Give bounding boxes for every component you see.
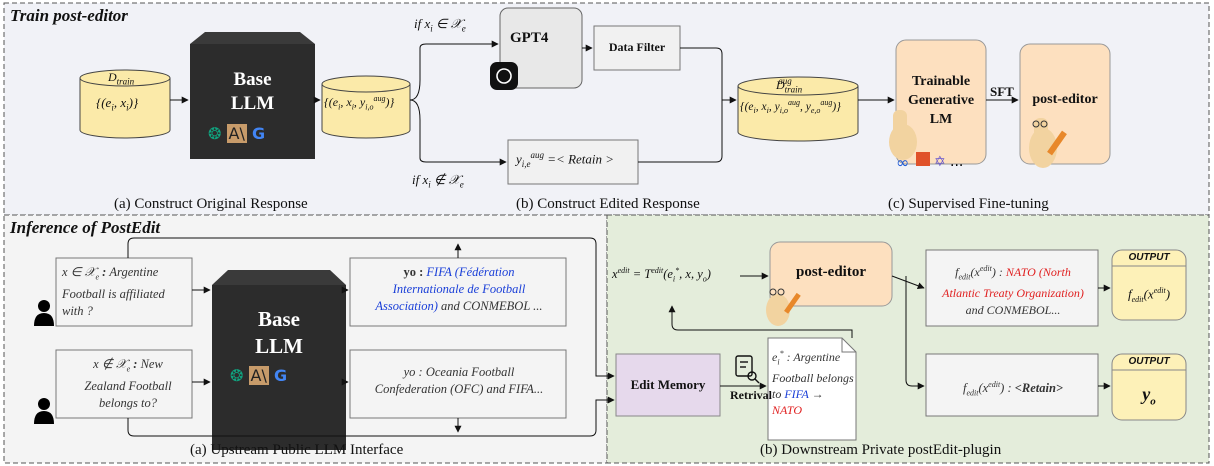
answer-1-text: yo : FIFA (Fédération Internationale de … [375,265,543,313]
aug-data-set: {(ei, xi, yi,oaug, ye,oaug)} [740,98,841,116]
query-1-text: x ∈ 𝒳e : Argentine Football is affiliate… [62,265,165,318]
retrieval-label: Retrival [730,388,772,402]
fact-text: ei* : Argentine Football belongs to FIFA… [772,349,854,418]
edit-memory-box [615,353,721,417]
d-train-cylinder [79,69,171,139]
aug-data-label: Dtrainaug [776,76,803,95]
user-icon [34,300,54,326]
post-editor-box-bottom [769,241,893,307]
orig-response-set: {(ei, xi, yi,oaug)} [324,94,395,112]
bottom-panel-title: Inference of PostEdit [10,218,161,237]
answer-box-1 [349,257,567,327]
edit-output-2-text: fedit(xedit) : <Retain> [962,380,1064,398]
base-llm-box-top [190,32,315,159]
caption-c-top: (c) Supervised Fine-tuning [888,196,1049,212]
final-output-box-1 [1111,249,1187,321]
d-train-set: {(ei, xi)} [96,95,139,113]
fact-note [767,337,857,441]
edit-output-box-2 [925,353,1099,417]
edit-output-1-text: fedit(xedit) : NATO (North Atlantic Trea… [942,264,1084,318]
caption-b-top: (b) Construct Edited Response [516,196,700,212]
retain-label: yi,eaug =< Retain > [516,150,615,169]
retrieval-search-icon [735,355,760,384]
llama-glasses-icon [1029,118,1067,168]
llm-provider-icons: ❂ A\ G [230,366,288,385]
answer-2-text: yo : Oceania Football Confederation (OFC… [374,365,544,396]
llama-glasses-icon [766,288,801,326]
answer-box-2 [349,349,567,419]
xedit-formula: xedit = Tedit(ei*, x, yo) [612,266,711,284]
d-train-label: Dtrain [108,70,135,87]
query-2-text: x ∉ 𝒳e : New Zealand Football belongs to… [84,357,172,410]
user-icon [34,398,54,424]
condition-out: if xi ∉ 𝒳e [412,172,464,190]
llama-icon [889,110,917,160]
sft-label: SFT [990,84,1014,99]
caption-a-bottom: (a) Upstream Public LLM Interface [190,442,404,458]
caption-a-top: (a) Construct Original Response [114,196,308,212]
post-editor-label-bottom: post-editor [796,264,866,280]
retain-box [507,139,639,185]
svg-text:✡: ✡ [934,154,946,170]
data-filter-label: Data Filter [608,40,666,54]
caption-b-bottom: (b) Downstream Private postEdit-plugin [760,442,1002,458]
query-box-1 [55,257,193,327]
svg-text:...: ... [950,154,963,170]
output-tag-2: OUTPUT [1128,356,1170,367]
output-tag-1: OUTPUT [1128,252,1170,263]
orig-response-cylinder [321,75,411,139]
svg-text:∞: ∞ [896,153,909,172]
final-output-1: fedit(xedit) [1127,286,1171,304]
edit-output-box-1 [925,249,1099,327]
query-box-2 [55,349,193,419]
base-llm-box-bottom [212,270,346,450]
data-filter-box [593,25,681,71]
openai-logo-icon [490,62,518,90]
post-editor-label-top: post-editor [1032,92,1098,107]
model-logos-icon: ∞ ✡ ... [896,152,963,172]
condition-in: if xi ∈ 𝒳e [414,16,466,34]
gpt4-label: GPT4 [510,30,549,46]
top-panel-title: Train post-editor [10,6,128,25]
edit-memory-label: Edit Memory [630,377,706,392]
trainable-lm-box [895,39,987,165]
final-output-2: yo [1142,384,1156,408]
llm-provider-icons: ❂ A\ G [208,124,266,143]
aug-data-cylinder [737,76,859,142]
